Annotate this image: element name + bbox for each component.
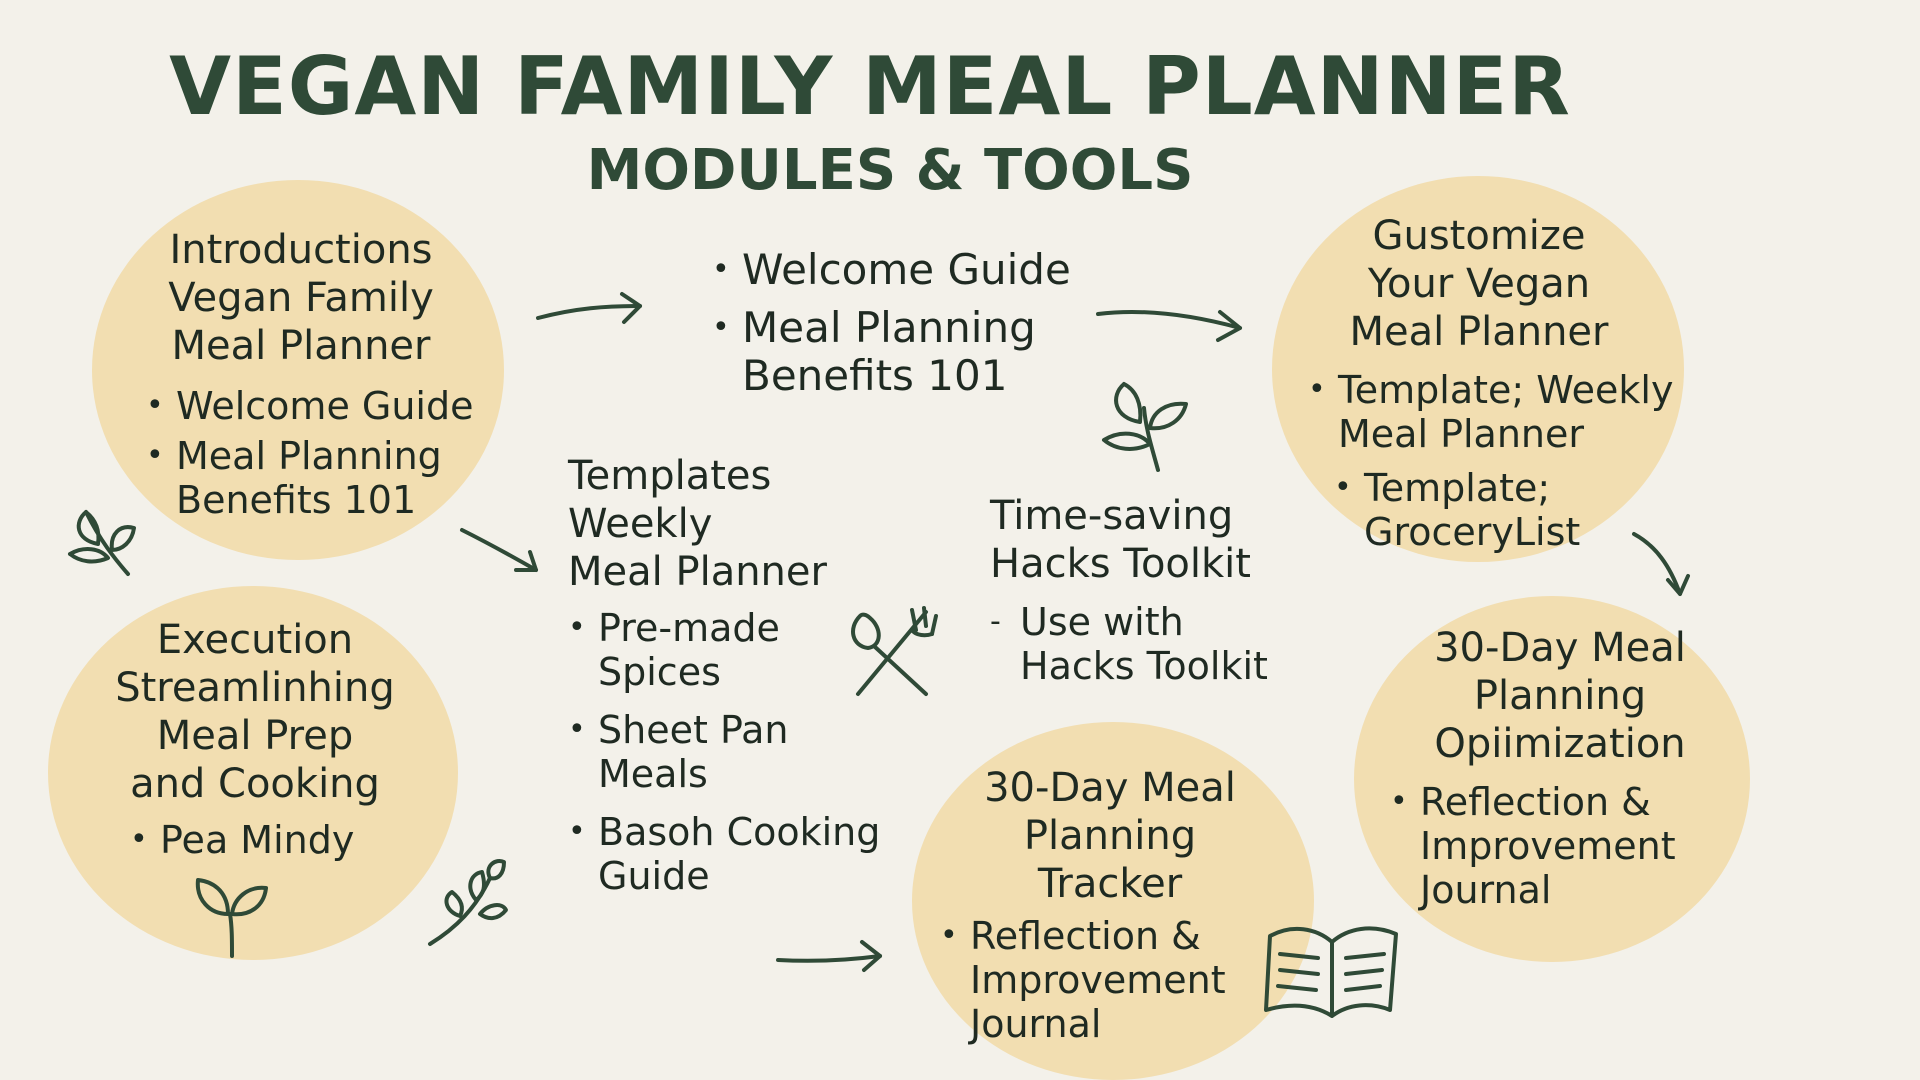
welcome-module: Welcome Guide Meal Planning Benefits 101 [712,240,1092,400]
list-item: Reflection & Improvement Journal [1390,780,1710,912]
leaf-sprig-icon [195,878,268,958]
list-item: Reflection & Improvement Journal [940,914,1240,1046]
spoon-fork-icon [851,606,938,696]
list-item: Welcome Guide [146,384,482,428]
hacks-module: Time-saving Hacks Toolkit Use with Hacks… [990,492,1290,688]
customize-list: Template; Weekly Meal Planner Template; … [1308,368,1673,554]
list-item: Pea Mindy [130,818,430,862]
tracker-title: 30-Day Meal Planning Tracker [984,765,1236,907]
hacks-title: Time-saving Hacks Toolkit [990,493,1251,587]
tracker-module: 30-Day Meal Planning Tracker Reflection … [940,764,1280,1046]
list-item: Pre-made Spices [568,606,808,694]
execution-module: Execution Streamlinhing Meal Prep and Co… [80,616,430,862]
list-item: Use with Hacks Toolkit [990,600,1290,688]
leaf-sprig-icon [68,510,136,576]
list-item: Welcome Guide [712,246,1092,295]
intro-module: Introductions Vegan Family Meal Planner … [120,226,482,522]
optimization-title: 30-Day Meal Planning Opiimization [1434,625,1686,767]
leaf-sprig-icon [1102,382,1188,472]
intro-list: Welcome Guide Meal Planning Benefits 101 [146,384,482,522]
templates-module: Templates Weekly Meal Planner Pre-made S… [568,452,888,898]
open-book-icon [1264,926,1398,1018]
list-item: Template; GroceryList [1334,466,1584,554]
list-item: Sheet Pan Meals [568,708,808,796]
arrow-icon [536,292,642,324]
execution-list: Pea Mindy [130,818,430,862]
page-title: VEGAN FAMILY MEAL PLANNER [169,40,1571,133]
arrow-icon [460,528,538,572]
welcome-list: Welcome Guide Meal Planning Benefits 101 [712,246,1092,400]
templates-list: Pre-made Spices Sheet Pan Meals Basoh Co… [568,606,888,898]
tracker-list: Reflection & Improvement Journal [940,914,1280,1046]
execution-circle [48,586,458,960]
arrow-icon [776,940,882,972]
list-item: Meal Planning Benefits 101 [712,304,1042,400]
arrow-icon [1632,532,1690,596]
arrow-icon [1096,309,1242,342]
intro-title: Introductions Vegan Family Meal Planner [168,227,434,369]
list-item: Meal Planning Benefits 101 [146,434,466,522]
page-subtitle: MODULES & TOOLS [586,138,1194,203]
optimization-list: Reflection & Improvement Journal [1390,780,1730,912]
execution-title: Execution Streamlinhing Meal Prep and Co… [115,617,395,807]
customize-module: Gustomize Your Vegan Meal Planner Templa… [1298,212,1673,554]
hacks-list: Use with Hacks Toolkit [990,600,1290,688]
list-item: Template; Weekly Meal Planner [1308,368,1678,456]
customize-title: Gustomize Your Vegan Meal Planner [1349,213,1609,355]
templates-title: Templates Weekly Meal Planner [568,453,827,595]
optimization-module: 30-Day Meal Planning Opiimization Reflec… [1390,624,1730,912]
leaf-sprig-icon [428,859,508,946]
list-item: Basoh Cooking Guide [568,810,898,898]
